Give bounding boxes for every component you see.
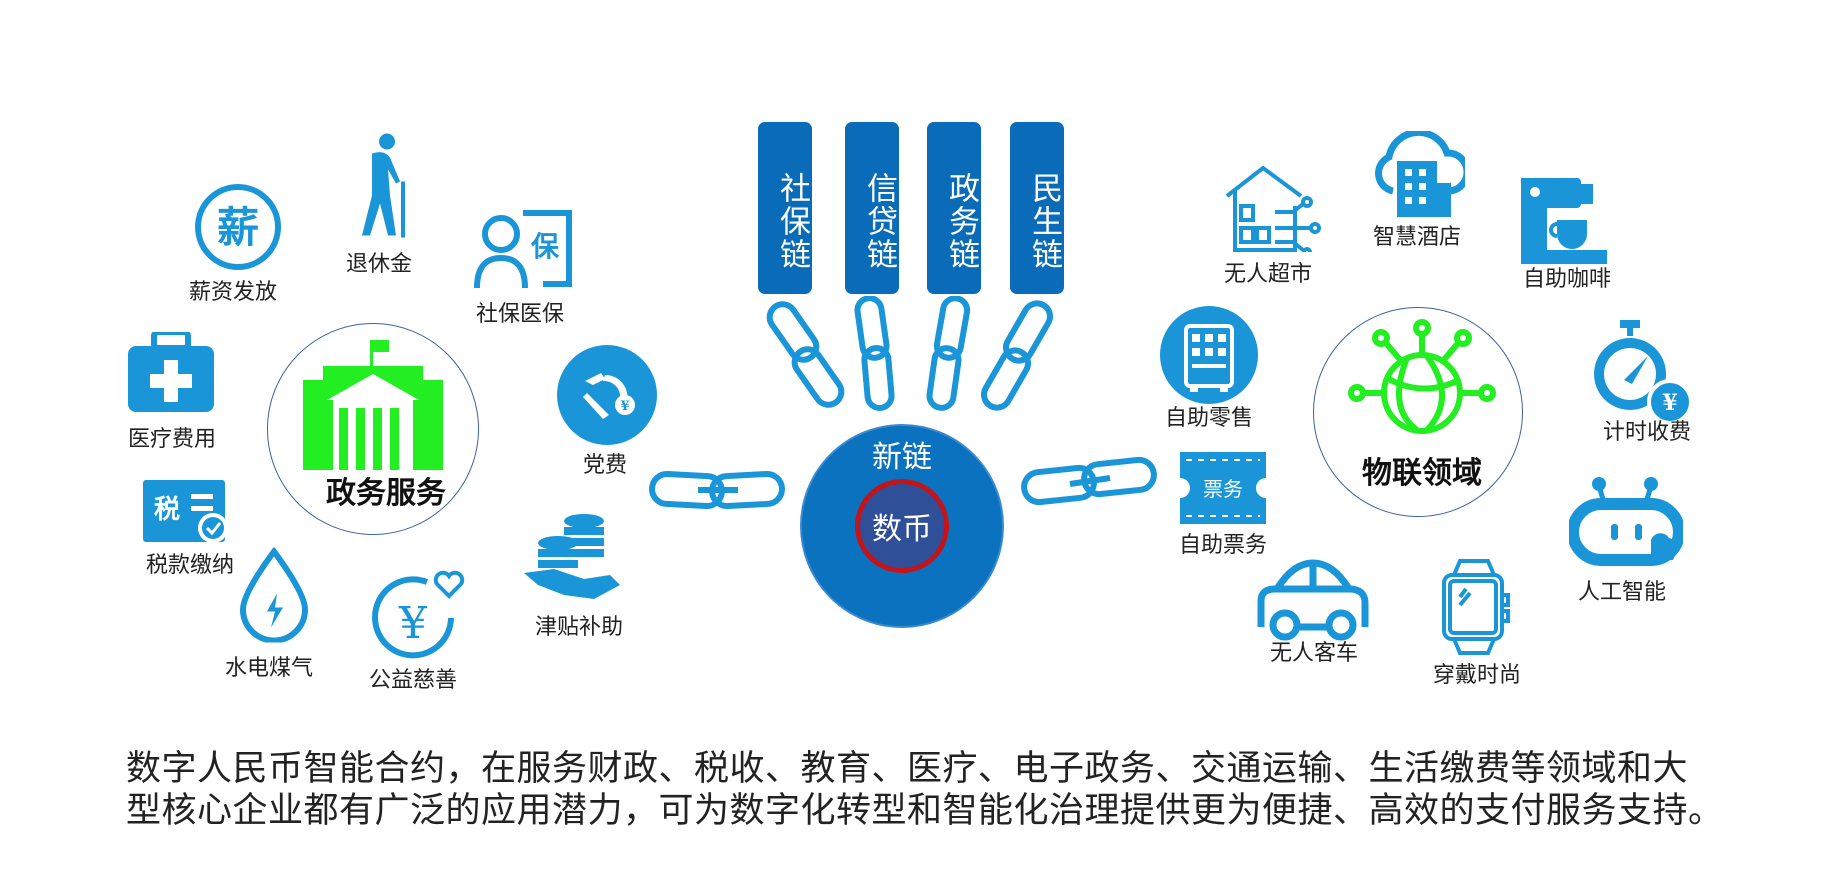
item-label: 水电煤气 — [224, 656, 314, 681]
item-label: 无人超市 — [1223, 262, 1313, 287]
pillar-government-chain: 政务链 — [927, 122, 981, 294]
item-label: 人工智能 — [1577, 580, 1667, 605]
svg-text:¥: ¥ — [398, 598, 428, 649]
item-label: 薪资发放 — [188, 280, 278, 305]
svg-text:¥: ¥ — [620, 399, 629, 414]
item-label: 穿戴时尚 — [1432, 663, 1522, 688]
elderly-person-icon — [362, 133, 405, 238]
water-drop-icon — [239, 547, 309, 643]
svg-text:税: 税 — [154, 495, 180, 525]
smart-store-icon — [1225, 166, 1321, 252]
item-label: 党费 — [582, 453, 628, 478]
item-label: 医疗费用 — [127, 427, 217, 452]
iot-globe-icon — [1348, 319, 1496, 434]
car-icon — [1257, 559, 1369, 641]
chain-link-left-icon — [649, 470, 785, 510]
pillar-credit-chain: 信贷链 — [845, 122, 899, 294]
pillar-social-security-chain: 社保链 — [758, 122, 812, 294]
center-top-label: 新链 — [872, 440, 932, 475]
stopwatch-icon: ¥ — [1594, 320, 1692, 424]
item-label: 自助票务 — [1178, 533, 1268, 558]
item-label: 退休金 — [345, 252, 413, 277]
smartwatch-icon — [1442, 559, 1510, 655]
pillar-livelihood-chain: 民生链 — [1010, 122, 1064, 294]
coffee-machine-icon — [1521, 178, 1607, 264]
digital-currency-circle: 数币 — [855, 479, 949, 573]
hotel-icon — [1375, 131, 1465, 217]
item-label: 智慧酒店 — [1372, 225, 1462, 250]
robot-icon — [1569, 477, 1683, 566]
item-label: 计时收费 — [1602, 420, 1692, 445]
item-label: 自助咖啡 — [1522, 267, 1612, 292]
left-hub-title: 政务服务 — [326, 476, 446, 511]
chain-links-icon — [766, 296, 1053, 411]
description-line-2: 型核心企业都有广泛的应用潜力，可为数字化转型和智能化治理提供更为便捷、高效的支付… — [126, 791, 1724, 831]
medical-kit-icon — [128, 332, 214, 412]
item-label: 无人客车 — [1269, 641, 1359, 666]
chain-link-right-icon — [1021, 456, 1157, 506]
svg-text:票务: 票务 — [1203, 477, 1243, 501]
description-line-1: 数字人民币智能合约，在服务财政、税收、教育、医疗、电子政务、交通运输、生活缴费等… — [126, 749, 1689, 789]
svg-text:保: 保 — [531, 230, 560, 263]
coins-hand-icon — [524, 514, 620, 599]
pillar-label: 民生链 — [1026, 171, 1062, 271]
item-label: 公益慈善 — [368, 668, 458, 693]
item-label: 社保医保 — [475, 302, 565, 327]
pillar-label: 政务链 — [943, 171, 979, 271]
right-hub-title: 物联领域 — [1362, 456, 1482, 491]
item-label: 自助零售 — [1164, 406, 1254, 431]
item-label: 津贴补助 — [534, 615, 624, 640]
svg-text:薪: 薪 — [217, 203, 259, 252]
salary-icon: 薪 — [195, 184, 281, 270]
center-inner-label: 数币 — [872, 512, 932, 547]
item-label: 税款缴纳 — [145, 553, 235, 578]
tax-icon: 税 — [143, 480, 228, 543]
charity-yuan-icon: ¥ — [372, 570, 465, 659]
social-insurance-icon: 保 — [474, 210, 572, 289]
government-building-icon — [303, 340, 443, 470]
pillar-label: 社保链 — [774, 171, 810, 271]
iot-hub — [1313, 307, 1523, 517]
vending-machine-icon — [1160, 306, 1258, 404]
svg-text:¥: ¥ — [1662, 390, 1677, 416]
pillar-label: 信贷链 — [861, 171, 897, 271]
ticket-icon: 票务 — [1180, 452, 1266, 524]
party-fee-icon: ¥ — [557, 345, 657, 445]
